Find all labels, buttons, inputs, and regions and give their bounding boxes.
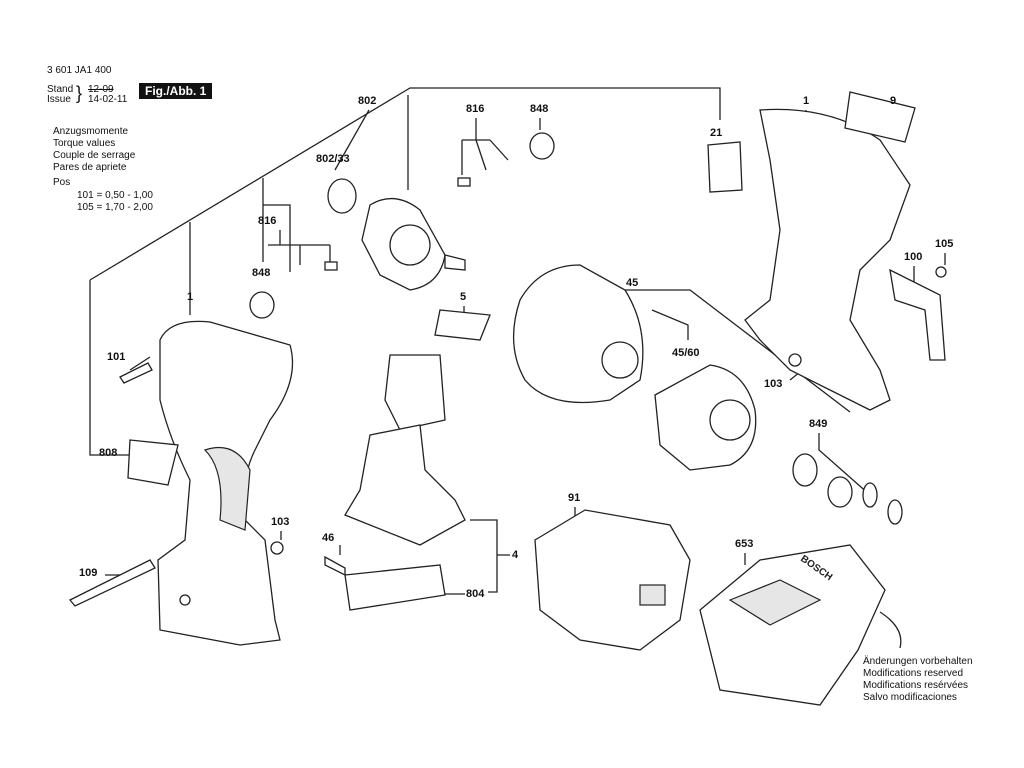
part-label: 653: [735, 538, 753, 550]
charger: BOSCH: [699, 544, 902, 706]
screws-and-small-parts: [68, 132, 947, 607]
part-label: 9: [890, 95, 896, 107]
torque-value: 105 = 1,70 - 2,00: [77, 202, 153, 213]
part-label: 802/33: [316, 153, 350, 165]
part-label: 103: [764, 378, 782, 390]
stand-value: 12-09: [88, 84, 114, 95]
part-label: 808: [99, 447, 117, 459]
part-label: 100: [904, 251, 922, 263]
housing-left: [157, 320, 294, 646]
part-label: 1: [187, 291, 193, 303]
part-label: 816: [258, 215, 276, 227]
torque-line: Couple de serrage: [53, 150, 136, 161]
part-label: 848: [252, 267, 270, 279]
issue-value: 14-02-11: [88, 94, 128, 105]
electronics-module: [344, 424, 466, 546]
part-number: 3 601 JA1 400: [47, 65, 112, 76]
stand-label: Stand: [47, 84, 74, 95]
part-label: 816: [466, 103, 484, 115]
labels-plates: [127, 91, 916, 486]
figure-label: Fig./Abb. 1: [139, 83, 213, 99]
footer-line: Salvo modificaciones: [863, 692, 957, 703]
switch: [384, 309, 491, 431]
torque-line: Pares de apriete: [53, 162, 127, 173]
part-label: 103: [271, 516, 289, 528]
part-label: 45/60: [672, 347, 700, 359]
battery-pack: [534, 509, 691, 651]
gear-housing: [512, 264, 644, 404]
part-label: 804: [466, 588, 485, 600]
footer-line: Änderungen vorbehalten: [863, 656, 973, 667]
part-label: 109: [79, 567, 97, 579]
issue-label: Issue: [47, 94, 71, 105]
part-label: 1: [803, 95, 809, 107]
footer-line: Modifications reserved: [863, 668, 964, 679]
torque-line: Anzugsmomente: [53, 126, 129, 137]
leader-lines: [89, 87, 946, 595]
torque-line: Torque values: [53, 138, 116, 149]
part-label: 91: [568, 492, 580, 504]
footer-line: Modifications resérvées: [863, 680, 969, 691]
part-label: 4: [512, 549, 519, 561]
nose-cover: [654, 364, 757, 471]
part-label: 848: [530, 103, 548, 115]
part-label: 101: [107, 351, 125, 363]
housing-right: [744, 108, 946, 411]
pos-label: Pos: [53, 177, 71, 188]
part-label: 21: [710, 127, 722, 139]
part-label: 105: [935, 238, 953, 250]
brace: }: [76, 83, 83, 103]
part-label: 849: [809, 418, 827, 430]
part-labels: 802 816 848 1 9 21 802/33 816 848 105 10…: [79, 95, 953, 600]
part-label: 5: [460, 291, 466, 303]
part-label: 802: [358, 95, 376, 107]
motor: [361, 198, 466, 291]
part-label: 45: [626, 277, 638, 289]
torque-value: 101 = 0,50 - 1,00: [77, 190, 153, 201]
chuck-parts: [792, 453, 903, 525]
part-label: 46: [322, 532, 334, 544]
battery-contact-plate: [324, 555, 446, 611]
